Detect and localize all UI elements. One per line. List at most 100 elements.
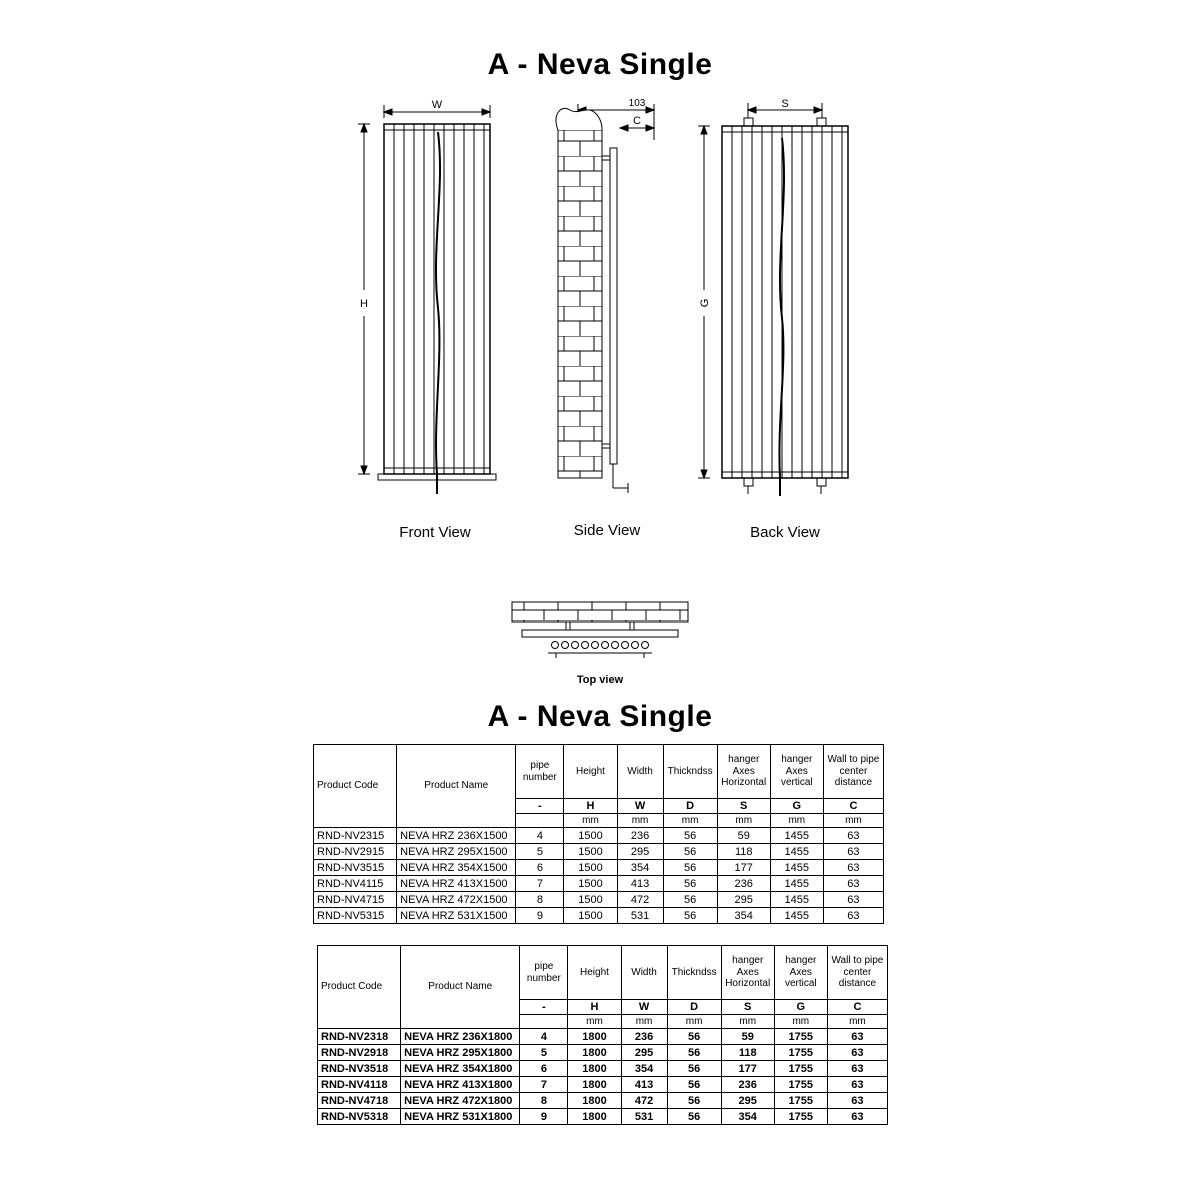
spec-row: RND-NV4115 NEVA HRZ 413X1500 7 1500 413 … xyxy=(312,875,885,892)
cell-hanger-vertical: 1455 xyxy=(769,859,824,876)
top-view-drawing: Top view xyxy=(500,600,700,686)
spec-table-1800: Product Code Product Name pipe number He… xyxy=(316,945,889,1125)
cell-width: 354 xyxy=(620,1060,668,1077)
page-title: A - Neva Single xyxy=(487,48,713,81)
sym-width: W xyxy=(620,999,668,1015)
top-hanger-clips xyxy=(565,622,635,630)
header-row-symbols: - H W D S G C xyxy=(314,798,885,814)
sym-pipe: - xyxy=(515,798,565,814)
cell-hanger-vertical: 1455 xyxy=(769,827,824,844)
cell-width: 236 xyxy=(620,1028,668,1045)
side-wall xyxy=(555,108,603,479)
cell-pipe-number: 4 xyxy=(519,1028,569,1045)
cell-hanger-vertical: 1755 xyxy=(773,1076,828,1093)
sym-height: H xyxy=(563,798,618,814)
cell-pipe-number: 7 xyxy=(519,1076,569,1093)
sym-wall-distance: C xyxy=(826,999,889,1015)
cell-wall-distance: 63 xyxy=(822,891,885,908)
spec-row: RND-NV2318 NEVA HRZ 236X1800 4 1800 236 … xyxy=(316,1028,889,1045)
cell-width: 531 xyxy=(616,907,664,924)
front-width-label: W xyxy=(432,99,443,111)
back-height-label: G xyxy=(699,299,711,308)
sym-hanger-vertical: G xyxy=(773,999,828,1015)
sym-width: W xyxy=(616,798,664,814)
cell-wall-distance: 63 xyxy=(826,1092,889,1109)
cell-hanger-vertical: 1755 xyxy=(773,1044,828,1061)
side-center-dimension xyxy=(618,124,656,132)
cell-hanger-vertical: 1755 xyxy=(773,1092,828,1109)
cell-thickness: 56 xyxy=(662,875,718,892)
unit-mm: mm xyxy=(616,813,664,828)
cell-product-code: RND-NV4118 xyxy=(316,1076,402,1093)
cell-hanger-vertical: 1455 xyxy=(769,843,824,860)
col-wall-distance: Wall to pipe center distance xyxy=(822,744,885,799)
front-height-label: H xyxy=(360,298,368,310)
cell-product-name: NEVA HRZ 236X1500 xyxy=(396,827,517,844)
cell-pipe-number: 5 xyxy=(519,1044,569,1061)
top-wall xyxy=(511,601,689,623)
cell-product-code: RND-NV2918 xyxy=(316,1044,402,1061)
cell-product-name: NEVA HRZ 472X1500 xyxy=(396,891,517,908)
cell-product-code: RND-NV2318 xyxy=(316,1028,402,1045)
back-view-label: Back View xyxy=(750,524,820,541)
cell-product-name: NEVA HRZ 236X1800 xyxy=(400,1028,521,1045)
cell-hanger-vertical: 1755 xyxy=(773,1060,828,1077)
cell-height: 1800 xyxy=(567,1044,622,1061)
top-pipe-circles xyxy=(551,641,649,649)
front-view-drawing: W H Front View xyxy=(350,98,520,541)
cell-hanger-horizontal: 354 xyxy=(720,1108,775,1125)
cell-hanger-horizontal: 177 xyxy=(720,1060,775,1077)
cell-width: 413 xyxy=(620,1076,668,1093)
cell-thickness: 56 xyxy=(666,1060,722,1077)
cell-height: 1800 xyxy=(567,1060,622,1077)
col-hanger-horizontal: hanger Axes Horizontal xyxy=(720,945,775,1000)
front-view-svg: W H xyxy=(358,99,497,494)
top-view-label: Top view xyxy=(576,674,624,686)
cell-product-code: RND-NV5318 xyxy=(316,1108,402,1125)
back-height-dimension xyxy=(698,124,710,480)
cell-hanger-horizontal: 59 xyxy=(716,827,771,844)
sym-hanger-horizontal: S xyxy=(720,999,775,1015)
cell-product-name: NEVA HRZ 531X1500 xyxy=(396,907,517,924)
cell-product-name: NEVA HRZ 295X1800 xyxy=(400,1044,521,1061)
cell-width: 531 xyxy=(620,1108,668,1125)
spec-row: RND-NV2918 NEVA HRZ 295X1800 5 1800 295 … xyxy=(316,1044,889,1061)
sym-pipe: - xyxy=(519,999,569,1015)
cell-product-name: NEVA HRZ 472X1800 xyxy=(400,1092,521,1109)
cell-product-name: NEVA HRZ 295X1500 xyxy=(396,843,517,860)
col-height: Height xyxy=(563,744,618,799)
spec-row: RND-NV4118 NEVA HRZ 413X1800 7 1800 413 … xyxy=(316,1076,889,1093)
cell-hanger-horizontal: 295 xyxy=(720,1092,775,1109)
cell-hanger-horizontal: 118 xyxy=(720,1044,775,1061)
side-view-label: Side View xyxy=(573,522,641,539)
cell-pipe-number: 4 xyxy=(515,827,565,844)
cell-product-code: RND-NV2915 xyxy=(312,843,398,860)
cell-thickness: 56 xyxy=(662,843,718,860)
cell-hanger-vertical: 1455 xyxy=(769,907,824,924)
cell-wall-distance: 63 xyxy=(826,1060,889,1077)
unit-mm: mm xyxy=(773,1014,828,1029)
back-cable xyxy=(778,137,786,496)
cell-height: 1500 xyxy=(563,827,618,844)
cell-width: 472 xyxy=(616,891,664,908)
unit-mm: mm xyxy=(662,813,718,828)
spec-table-1500: Product Code Product Name pipe number He… xyxy=(312,744,885,924)
cell-hanger-vertical: 1755 xyxy=(773,1028,828,1045)
unit-blank xyxy=(519,1014,569,1029)
cell-width: 295 xyxy=(620,1044,668,1061)
cell-width: 295 xyxy=(616,843,664,860)
cell-hanger-horizontal: 354 xyxy=(716,907,771,924)
cell-wall-distance: 63 xyxy=(826,1028,889,1045)
cell-thickness: 56 xyxy=(666,1028,722,1045)
cell-height: 1500 xyxy=(563,859,618,876)
side-radiator-profile xyxy=(602,147,629,493)
cell-width: 413 xyxy=(616,875,664,892)
unit-mm: mm xyxy=(620,1014,668,1029)
cell-product-name: NEVA HRZ 354X1800 xyxy=(400,1060,521,1077)
cell-pipe-number: 6 xyxy=(515,859,565,876)
cell-product-name: NEVA HRZ 531X1800 xyxy=(400,1108,521,1125)
cell-width: 236 xyxy=(616,827,664,844)
front-width-dimension xyxy=(382,105,492,118)
back-radiator-body xyxy=(721,125,849,479)
cell-hanger-vertical: 1755 xyxy=(773,1108,828,1125)
